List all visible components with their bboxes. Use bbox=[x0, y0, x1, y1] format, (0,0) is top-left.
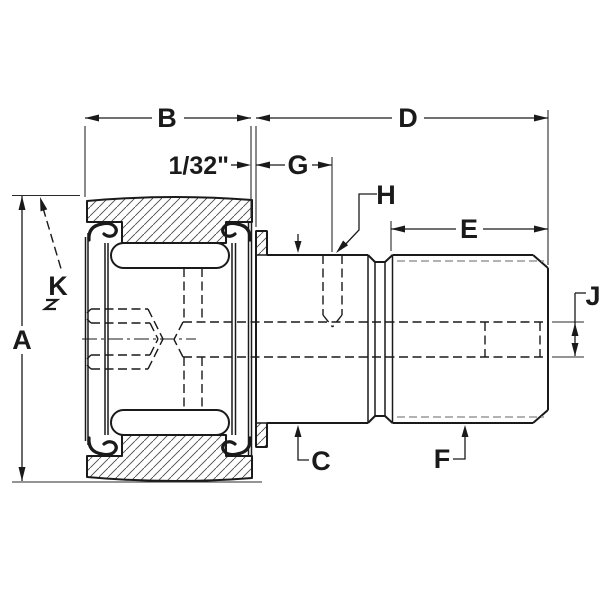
relief-groove bbox=[367, 254, 394, 424]
dimension-F: F bbox=[434, 425, 469, 474]
seal-lip-top-right bbox=[221, 221, 252, 242]
label-D: D bbox=[398, 103, 418, 133]
radial-lube-holes-hidden bbox=[183, 268, 203, 410]
label-J: J bbox=[585, 281, 600, 311]
dimension-B: B bbox=[84, 103, 252, 218]
seal-lip-top-left bbox=[87, 221, 118, 242]
label-G: G bbox=[287, 150, 308, 180]
approx-squiggle bbox=[41, 298, 61, 311]
dimension-C: C bbox=[294, 234, 331, 476]
label-gap: 1/32" bbox=[168, 152, 229, 180]
label-B: B bbox=[157, 103, 177, 133]
label-A: A bbox=[12, 325, 32, 355]
dimension-A: A bbox=[12, 194, 262, 483]
label-H: H bbox=[376, 180, 396, 210]
dimension-D: D bbox=[255, 103, 549, 265]
dimension-gap-1-32: 1/32" bbox=[168, 152, 251, 180]
label-F: F bbox=[434, 444, 451, 474]
needle-rollers bbox=[110, 242, 230, 436]
label-E: E bbox=[460, 214, 478, 244]
dimension-G: G bbox=[256, 150, 333, 252]
stud-pilot-section bbox=[267, 254, 368, 424]
hex-socket-hidden bbox=[86, 308, 164, 370]
threaded-section bbox=[392, 254, 549, 424]
dimension-H: H bbox=[336, 180, 396, 253]
dimension-K: K bbox=[40, 197, 68, 311]
label-C: C bbox=[311, 446, 331, 476]
dimension-E: E bbox=[390, 214, 548, 251]
dimension-J: J bbox=[552, 281, 600, 358]
seal-lip-bottom-left bbox=[87, 436, 118, 457]
axial-grease-hole-hidden bbox=[173, 321, 546, 358]
cross-grease-hole-hidden bbox=[322, 255, 343, 328]
label-K: K bbox=[48, 271, 68, 301]
stud-flange bbox=[255, 230, 268, 448]
seal-lip-bottom-right bbox=[221, 436, 252, 457]
end-plates bbox=[84, 221, 253, 457]
